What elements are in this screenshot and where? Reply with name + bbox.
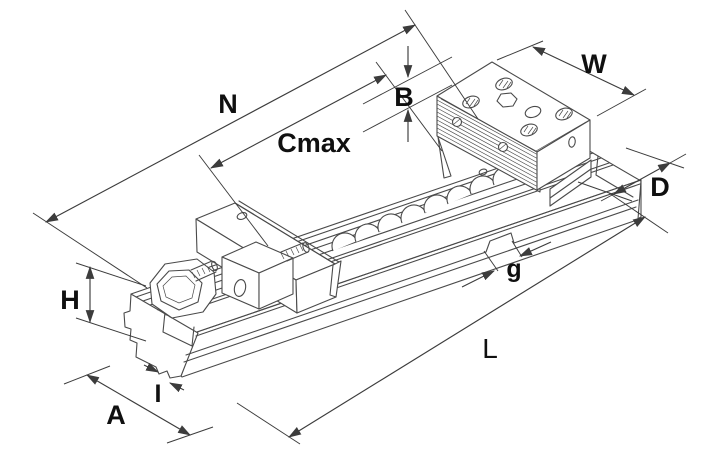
threaded-hole: [520, 123, 538, 137]
extension-line: [404, 9, 479, 120]
extension-line: [608, 192, 669, 234]
threaded-hole: [555, 107, 573, 121]
plate-side-hole: [568, 136, 576, 148]
dimension-l: L: [236, 192, 669, 445]
threaded-hole: [462, 95, 480, 109]
dimension-label-n: N: [218, 89, 238, 119]
screw-thread-scallop: [377, 213, 404, 233]
dimension-label-l: L: [482, 333, 498, 364]
dimension-cmax: Cmax: [198, 61, 443, 247]
extension-line: [496, 40, 544, 61]
screw-thread-scallop: [331, 232, 358, 252]
dimension-arrow: [169, 382, 185, 393]
hex-bolt-facets: [162, 275, 196, 304]
dimension-label-g: g: [506, 255, 521, 283]
extension-line: [577, 181, 633, 202]
hex-bolt-head: [156, 269, 203, 311]
extension-line: [32, 212, 148, 289]
hex-bolt-threaded-shank: [190, 260, 218, 282]
dimension-label-b: B: [394, 82, 414, 112]
dimension-a: A: [63, 365, 214, 444]
jaw-plate-serrations: [436, 99, 541, 189]
movable-jaw-block-step: [549, 168, 592, 199]
dimension-arrow: [143, 362, 159, 373]
dimension-label-cmax: Cmax: [277, 128, 351, 158]
base-end-keyway: [162, 311, 195, 347]
extension-line: [236, 402, 301, 445]
hex-recess-hole: [496, 92, 518, 108]
extension-line: [362, 84, 453, 133]
dimension-line: [288, 216, 646, 438]
threaded-hole: [495, 77, 513, 91]
dimension-label-d: D: [650, 172, 670, 202]
extension-line: [198, 154, 269, 247]
screw-thread-scallop: [400, 204, 427, 224]
dimension-line: [210, 74, 387, 169]
extension-line: [625, 147, 685, 169]
fixed-jaw-assembly: [149, 200, 342, 319]
dimension-b: B: [362, 46, 453, 142]
top-plate-holes: [462, 77, 573, 137]
dimension-i: I: [143, 362, 185, 408]
extension-line: [596, 88, 647, 117]
jaw-plate-screw: [451, 116, 509, 153]
dimension-line: [532, 46, 635, 96]
screw-thread-scallop: [423, 194, 450, 214]
dimension-line: [613, 162, 671, 195]
dimension-line: [86, 374, 191, 436]
plain-hole: [524, 105, 542, 119]
movable-jaw-assembly: [436, 61, 592, 207]
extension-line: [362, 56, 453, 105]
dimension-label-w: W: [581, 49, 607, 79]
screw-thread-scallop: [446, 185, 473, 205]
vise-base: [123, 141, 642, 379]
dimension-d: D: [577, 147, 687, 202]
dimension-label-a: A: [106, 400, 126, 430]
dimension-label-i: I: [155, 380, 162, 408]
dimension-w: W: [496, 40, 647, 117]
dimension-h: H: [60, 262, 147, 342]
screw-thread-scallop: [469, 175, 496, 195]
extension-line: [75, 262, 147, 287]
extension-line: [375, 61, 443, 152]
dimension-label-h: H: [60, 285, 80, 315]
jaw-plate-bottom-wedge: [437, 136, 452, 179]
front-rail-hole2: [478, 168, 488, 176]
movable-jaw-plate-right-face: [536, 119, 591, 191]
dimension-line: [45, 24, 416, 223]
bracket-front-hole: [233, 279, 247, 297]
